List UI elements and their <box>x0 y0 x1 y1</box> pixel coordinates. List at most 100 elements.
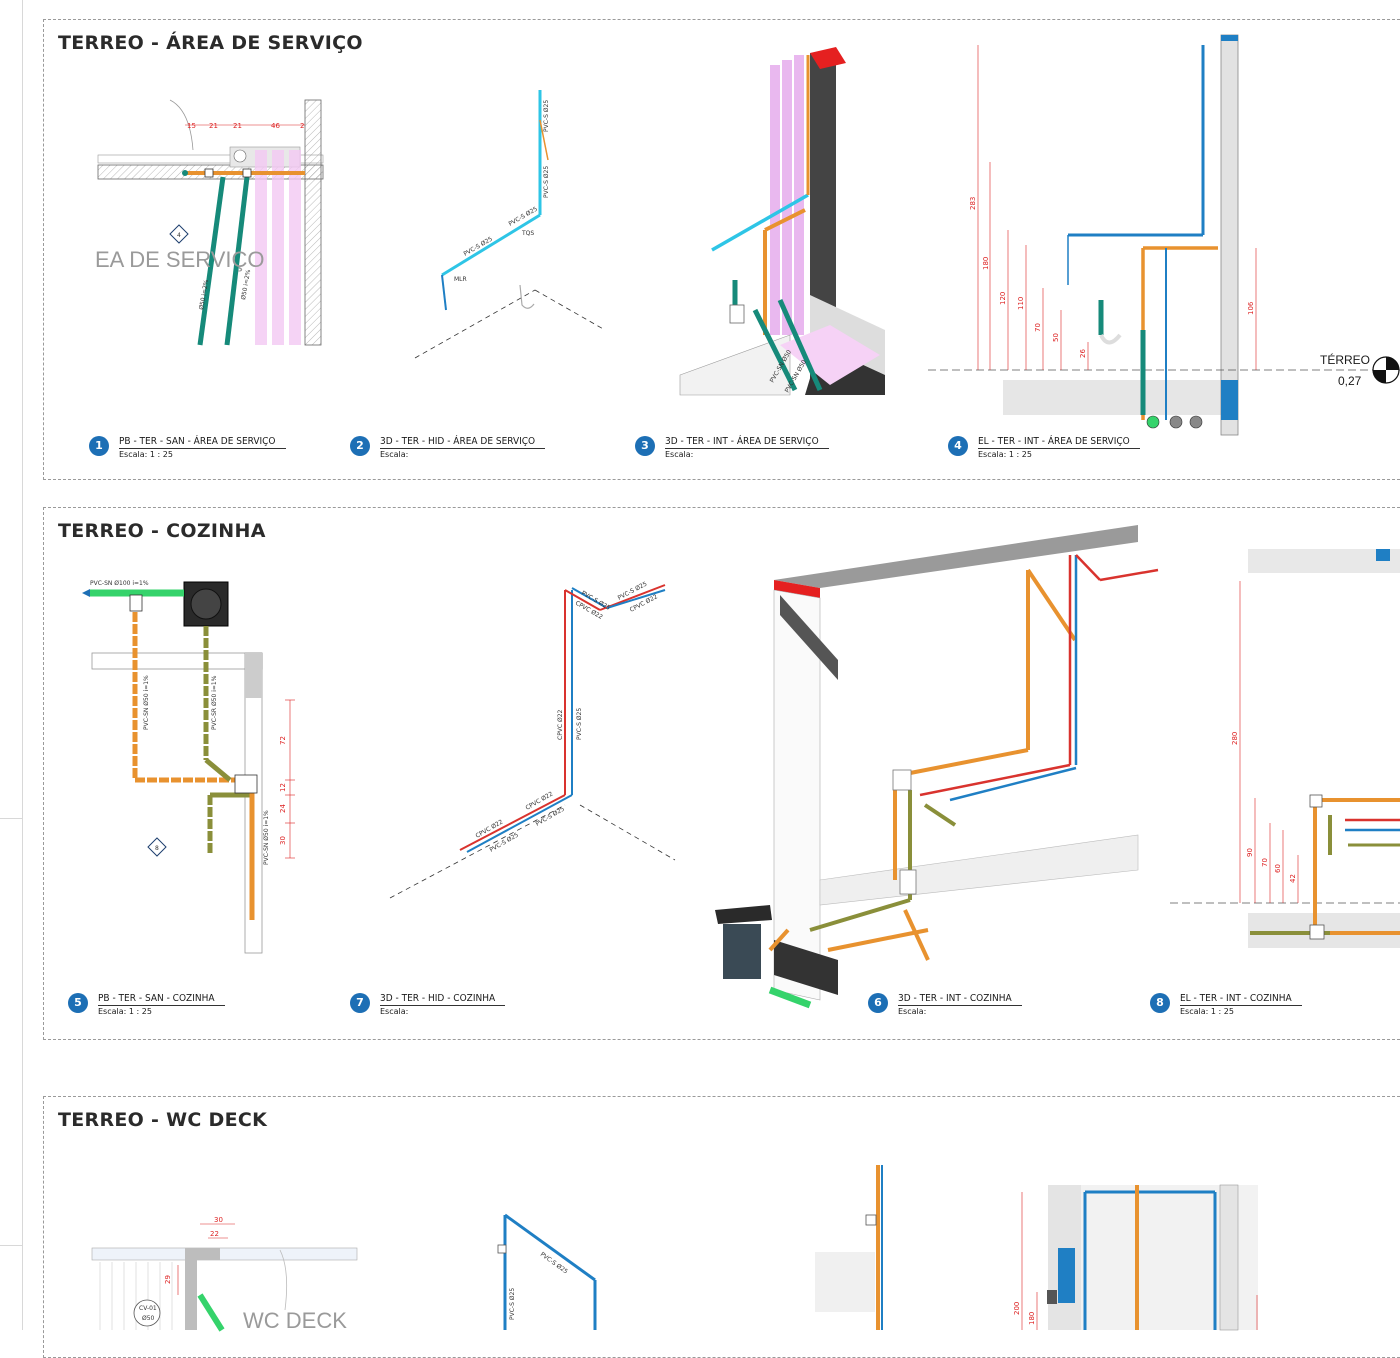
section-marker-icon <box>147 837 167 857</box>
blue-pipe <box>571 587 608 609</box>
view-title[interactable]: 3D - TER - HID - ÁREA DE SERVIÇO <box>380 436 546 449</box>
elev-cozinha: 280 90 70 60 42 <box>1170 549 1400 948</box>
pipe-fitting <box>182 170 188 176</box>
dim-text: 60 <box>1274 864 1282 873</box>
red-pipe <box>1099 568 1159 582</box>
view-title[interactable]: EL - TER - INT - ÁREA DE SERVIÇO <box>978 436 1140 449</box>
section-cozinha: TERREO - COZINHA <box>43 507 1400 1040</box>
teal-pipe <box>224 176 250 346</box>
green-pipe <box>197 1293 225 1332</box>
plan-tag: CV-01 <box>139 1305 157 1312</box>
olive-pipe <box>204 758 232 782</box>
counter-block <box>819 834 1139 906</box>
pipe-fitting <box>729 304 745 324</box>
grease-box-body <box>723 924 761 979</box>
plan-wc-deck: 30 22 29 CV-01 Ø50 WC DECK <box>91 1216 358 1333</box>
dim-text: 200 <box>1013 1302 1021 1315</box>
dim-text: 42 <box>1289 874 1297 883</box>
pipe-fitting <box>1309 794 1323 808</box>
orange-pipe <box>764 208 806 232</box>
red-pipe <box>459 794 566 851</box>
pipe-fitting <box>204 168 214 178</box>
dim-text: 22 <box>210 1230 219 1238</box>
wall-fill <box>245 653 262 698</box>
plan-area-de-servico: 15 21 21 46 2 4 EA DE SERVIÇO Ø50 i=2% Ø… <box>95 99 324 346</box>
dim-text: 180 <box>1028 1312 1036 1325</box>
pipe-label: PVC-SN Ø100 i=1% <box>90 580 149 587</box>
pink-column <box>794 55 804 335</box>
wall-band <box>91 1247 358 1261</box>
wall-top-blue <box>1221 35 1238 41</box>
pipe-label: PVC-SN Ø50 i=1% <box>143 675 150 730</box>
view-title[interactable]: PB - TER - SAN - COZINHA <box>98 993 225 1006</box>
sheet-left-edge <box>22 0 23 1330</box>
ref-axis <box>579 804 676 861</box>
floor-slab <box>679 334 791 396</box>
wall-fill <box>185 1260 197 1330</box>
view-title[interactable]: EL - TER - INT - COZINHA <box>1180 993 1302 1006</box>
dim-text: 24 <box>279 804 287 813</box>
view-number-badge: 5 <box>68 993 88 1013</box>
level-target-icon <box>1386 357 1399 370</box>
flow-arrow-icon <box>82 589 90 597</box>
iso-hid-cozinha: PVC-S Ø25 CPVC Ø22 PVC-S Ø25 CPVC Ø22 CP… <box>389 580 676 899</box>
orange-pipe <box>1026 568 1077 642</box>
pink-floor <box>780 325 880 385</box>
dim-text: 90 <box>1246 848 1254 857</box>
ref-axis <box>414 289 536 359</box>
wall-section <box>1220 34 1239 436</box>
pipe-fitting <box>497 1244 507 1254</box>
dim-text: 15 <box>187 122 196 130</box>
elev-wc-deck: 200 180 <box>1013 1184 1258 1331</box>
red-pipe <box>1075 554 1101 581</box>
dim-text: 106 <box>1247 301 1255 315</box>
plan-tag-sub: Ø50 <box>142 1315 155 1322</box>
section-marker-label: 4 <box>177 232 181 239</box>
counter-outline <box>97 154 324 164</box>
pink-column <box>782 60 792 335</box>
pipe-label: PVC-S Ø25 <box>543 166 550 198</box>
view-scale: Escala: <box>380 450 409 459</box>
section-title: TERREO - COZINHA <box>58 520 266 542</box>
pipe-fitting <box>234 774 258 794</box>
cyan-pipe <box>711 193 809 252</box>
beam-cap-red <box>774 580 820 598</box>
dim-text: 72 <box>279 736 287 745</box>
iso-hid-wc-deck: PVC-S Ø25 PVC-S Ø25 <box>497 1213 597 1330</box>
pipe-label: PVC-SR Ø50 i=1% <box>211 675 218 730</box>
door-swing <box>279 1249 288 1311</box>
pink-zone <box>272 150 284 345</box>
fixture-blue <box>1058 1248 1075 1303</box>
view-title[interactable]: PB - TER - SAN - ÁREA DE SERVIÇO <box>119 436 286 449</box>
view-number-badge: 4 <box>948 436 968 456</box>
view-number-badge: 7 <box>350 993 370 1013</box>
view-title[interactable]: 3D - TER - INT - COZINHA <box>898 993 1022 1006</box>
pipe-label: PVC-S Ø25 <box>509 1288 516 1320</box>
dim-text: 29 <box>164 1275 172 1284</box>
tag-circle <box>133 1299 161 1327</box>
floor-band <box>1003 380 1223 415</box>
pipe-fitting <box>129 594 143 612</box>
pipe-fitting <box>242 168 252 178</box>
view-number-badge: 2 <box>350 436 370 456</box>
elev-area-de-servico: 283 180 120 110 70 50 26 106 <box>928 34 1400 436</box>
dim-text: 120 <box>999 292 1007 305</box>
dim-text: 2 <box>300 122 304 130</box>
dim-text: 50 <box>1052 333 1060 342</box>
pipe-fitting <box>892 769 912 791</box>
section-marker-label: 8 <box>155 845 159 852</box>
cyan-pipe <box>441 213 541 277</box>
teal-pipe <box>777 298 823 392</box>
dim-text: 21 <box>209 122 218 130</box>
view-title[interactable]: 3D - TER - HID - COZINHA <box>380 993 506 1006</box>
pink-zone <box>255 150 267 345</box>
view-scale: Escala: <box>380 1007 409 1016</box>
section-marker-icon <box>169 224 189 244</box>
wall-fill <box>185 1248 220 1260</box>
pipe-label: MLR <box>454 276 467 283</box>
view-title[interactable]: 3D - TER - INT - ÁREA DE SERVIÇO <box>665 436 829 449</box>
3d-int-wc-deck <box>815 1165 883 1330</box>
wall-block <box>815 1252 875 1312</box>
plan-dimensions <box>177 1223 235 1295</box>
teal-pipe <box>197 176 226 346</box>
